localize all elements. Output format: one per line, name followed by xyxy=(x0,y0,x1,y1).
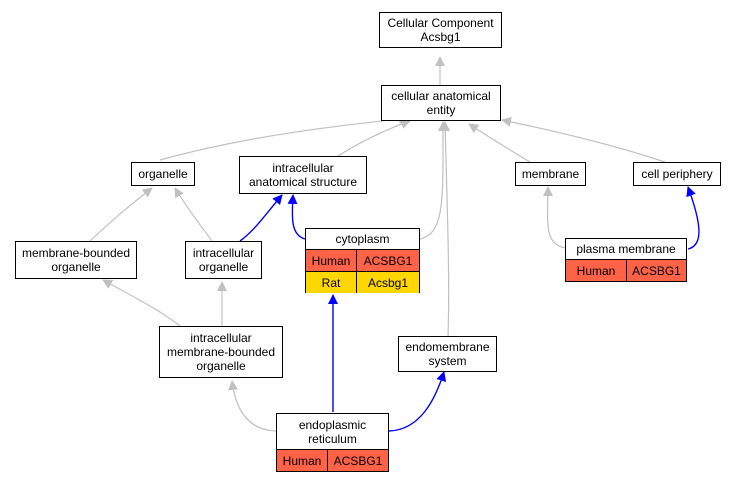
node-label: endomembrane xyxy=(405,340,490,354)
node-label: anatomical structure xyxy=(248,175,358,189)
node-label: plasma membrane xyxy=(566,239,686,260)
node-membrane-bounded-organelle[interactable]: membrane-bounded organelle xyxy=(15,241,137,279)
node-label: cytoplasm xyxy=(306,229,419,250)
annotation-row-human: Human ACSBG1 xyxy=(306,250,419,271)
edge-imbo-to-mbo xyxy=(102,279,181,327)
node-plasma-membrane[interactable]: plasma membrane Human ACSBG1 xyxy=(565,238,687,282)
species-cell: Human xyxy=(282,453,322,468)
edge-plasmamembrane-to-membrane xyxy=(542,186,567,249)
species-cell: Human xyxy=(311,253,351,268)
annotation-row-human: Human ACSBG1 xyxy=(277,450,388,471)
node-label: entity xyxy=(426,103,456,117)
node-label: system xyxy=(428,354,467,368)
edge-cellperiphery-to-cae xyxy=(501,116,666,163)
node-cytoplasm[interactable]: cytoplasm Human ACSBG1 Rat Acsbg1 xyxy=(305,228,420,293)
annotation-row-human: Human ACSBG1 xyxy=(566,260,686,281)
node-cellular-anatomical-entity[interactable]: cellular anatomical entity xyxy=(381,85,501,121)
node-label: organelle xyxy=(51,260,101,274)
node-endomembrane-system[interactable]: endomembrane system xyxy=(398,336,497,372)
species-cell: Human xyxy=(576,263,616,278)
node-intracellular-organelle[interactable]: intracellular organelle xyxy=(185,241,262,279)
node-label: organelle xyxy=(138,167,188,181)
edge-cytoplasm-to-ias xyxy=(287,194,306,240)
node-cellular-component-root[interactable]: Cellular Component Acsbg1 xyxy=(379,12,502,48)
node-label: organelle xyxy=(198,260,249,274)
gene-cell: ACSBG1 xyxy=(626,260,686,281)
annotation-row-rat: Rat Acsbg1 xyxy=(306,271,419,293)
node-label-block: endoplasmic reticulum xyxy=(277,414,388,450)
edge-cytoplasm-to-cae xyxy=(419,121,449,240)
node-label: reticulum xyxy=(308,431,357,446)
node-intracellular-membrane-bounded-organelle[interactable]: intracellular membrane-bounded organelle xyxy=(159,326,283,378)
edge-membrane-to-cae xyxy=(468,123,531,163)
node-label: intracellular xyxy=(192,246,255,260)
node-intracellular-anatomical-structure[interactable]: intracellular anatomical structure xyxy=(239,156,367,194)
node-label: membrane xyxy=(521,167,580,181)
node-label: organelle xyxy=(196,359,246,373)
node-organelle[interactable]: organelle xyxy=(131,162,195,186)
node-label: Acsbg1 xyxy=(420,30,461,44)
node-label: membrane-bounded xyxy=(21,246,131,260)
node-endoplasmic-reticulum[interactable]: endoplasmic reticulum Human ACSBG1 xyxy=(276,413,389,472)
edge-ias-to-cae xyxy=(337,119,411,157)
edge-io-to-organelle xyxy=(174,187,213,242)
edge-plasmamembrane-to-cellperiphery xyxy=(686,186,700,250)
gene-cell: Acsbg1 xyxy=(356,272,419,293)
species-cell: Rat xyxy=(321,275,341,290)
edge-er-to-endomembrane xyxy=(388,371,447,432)
node-label: endoplasmic xyxy=(298,417,367,432)
edge-io-to-ias xyxy=(239,194,283,242)
node-membrane[interactable]: membrane xyxy=(515,162,586,186)
node-label: intracellular xyxy=(272,161,334,175)
node-label: intracellular xyxy=(190,331,252,345)
edge-er-to-imbo xyxy=(228,380,277,432)
node-label: cellular anatomical xyxy=(391,89,491,103)
edge-organelle-to-cae xyxy=(159,114,409,161)
gene-cell: ACSBG1 xyxy=(356,250,419,271)
node-cell-periphery[interactable]: cell periphery xyxy=(633,162,721,186)
gene-cell: ACSBG1 xyxy=(327,450,388,471)
edge-endomembrane-to-cae xyxy=(440,121,451,337)
node-label: Cellular Component xyxy=(387,16,494,30)
node-label: cell periphery xyxy=(641,167,713,181)
node-label: membrane-bounded xyxy=(166,345,276,359)
edge-mbo-to-organelle xyxy=(89,187,153,242)
